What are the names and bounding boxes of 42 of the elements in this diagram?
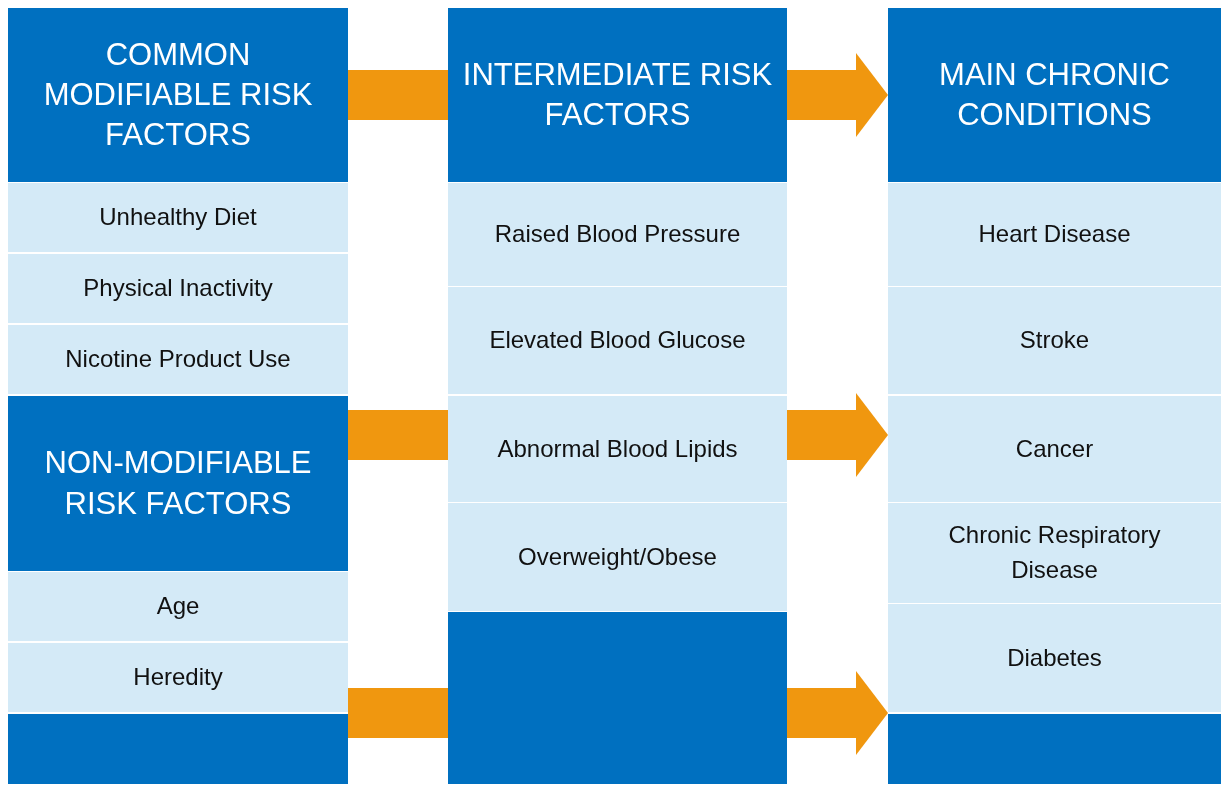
factor-box bbox=[448, 287, 787, 394]
factor-text: Unhealthy Diet bbox=[99, 202, 257, 233]
factor-box bbox=[8, 643, 348, 712]
header-text: INTERMEDIATE RISK FACTORS bbox=[462, 55, 773, 134]
factor-box bbox=[888, 287, 1221, 394]
header-box bbox=[888, 8, 1221, 182]
factor-text: Raised Blood Pressure bbox=[494, 219, 741, 250]
block-arrow bbox=[787, 53, 888, 137]
factor-box bbox=[448, 183, 787, 286]
header-box bbox=[8, 396, 348, 571]
factor-box bbox=[8, 254, 348, 323]
factor-text: Elevated Blood Glucose bbox=[489, 325, 746, 356]
factor-box bbox=[888, 604, 1221, 712]
factor-box bbox=[888, 183, 1221, 286]
factor-box bbox=[448, 396, 787, 502]
factor-text: Chronic Respiratory Disease bbox=[947, 520, 1162, 585]
factor-text: Abnormal Blood Lipids bbox=[497, 433, 738, 464]
blank-box bbox=[448, 612, 787, 784]
block-arrow bbox=[787, 393, 888, 477]
header-text: COMMON MODIFIABLE RISK FACTORS bbox=[42, 35, 314, 155]
factor-box bbox=[8, 325, 348, 394]
header-text: NON-MODIFIABLE RISK FACTORS bbox=[43, 444, 313, 523]
factor-box bbox=[888, 396, 1221, 502]
factor-text: Overweight/Obese bbox=[518, 541, 717, 572]
header-box bbox=[8, 8, 348, 182]
factor-text: Heredity bbox=[133, 662, 223, 693]
blank-box bbox=[888, 714, 1221, 784]
header-text: MAIN CHRONIC CONDITIONS bbox=[938, 55, 1171, 134]
factor-text: Age bbox=[156, 591, 200, 622]
factor-text: Cancer bbox=[1015, 433, 1094, 464]
factor-box bbox=[8, 183, 348, 252]
factor-text: Heart Disease bbox=[978, 219, 1131, 250]
factor-text: Physical Inactivity bbox=[83, 273, 273, 304]
factor-box bbox=[8, 572, 348, 641]
factor-box bbox=[888, 503, 1221, 603]
blank-box bbox=[8, 714, 348, 784]
factor-box bbox=[448, 503, 787, 611]
block-arrow bbox=[787, 671, 888, 755]
header-box bbox=[448, 8, 787, 182]
factor-text: Stroke bbox=[1019, 325, 1090, 356]
factor-text: Diabetes bbox=[1007, 642, 1102, 673]
factor-text: Nicotine Product Use bbox=[65, 344, 291, 375]
